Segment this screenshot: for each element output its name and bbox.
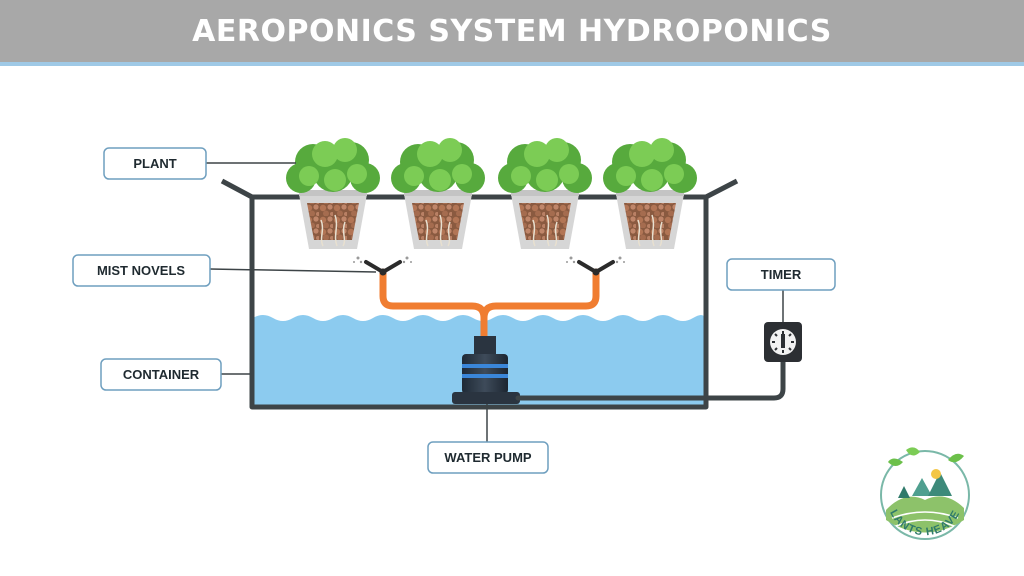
container-frame <box>220 178 739 410</box>
mist-nozzle-right <box>566 256 625 276</box>
plant-2 <box>391 138 485 249</box>
mist-nozzle-left <box>353 256 412 276</box>
plant-4 <box>603 138 697 249</box>
plant-1 <box>286 138 380 249</box>
water-pump <box>452 336 520 404</box>
mist-pipe <box>379 268 600 346</box>
label-container: CONTAINER <box>100 358 252 391</box>
label-mist: MIST NOVELS <box>72 254 377 287</box>
label-container-text: CONTAINER <box>123 367 200 382</box>
label-timer-text: TIMER <box>761 267 802 282</box>
title-bar: AEROPONICS SYSTEM HYDROPONICS <box>0 0 1024 66</box>
plant-3 <box>498 138 592 249</box>
label-plant: PLANT <box>103 147 296 180</box>
label-timer: TIMER <box>726 258 836 322</box>
label-pump-text: WATER PUMP <box>444 450 531 465</box>
label-mist-text: MIST NOVELS <box>97 263 185 278</box>
timer-cable <box>515 357 786 401</box>
page-title: AEROPONICS SYSTEM HYDROPONICS <box>192 13 832 49</box>
label-pump: WATER PUMP <box>427 404 549 474</box>
label-plant-text: PLANT <box>133 156 176 171</box>
timer-device <box>764 322 802 362</box>
timer-dial-ticks <box>772 331 794 353</box>
